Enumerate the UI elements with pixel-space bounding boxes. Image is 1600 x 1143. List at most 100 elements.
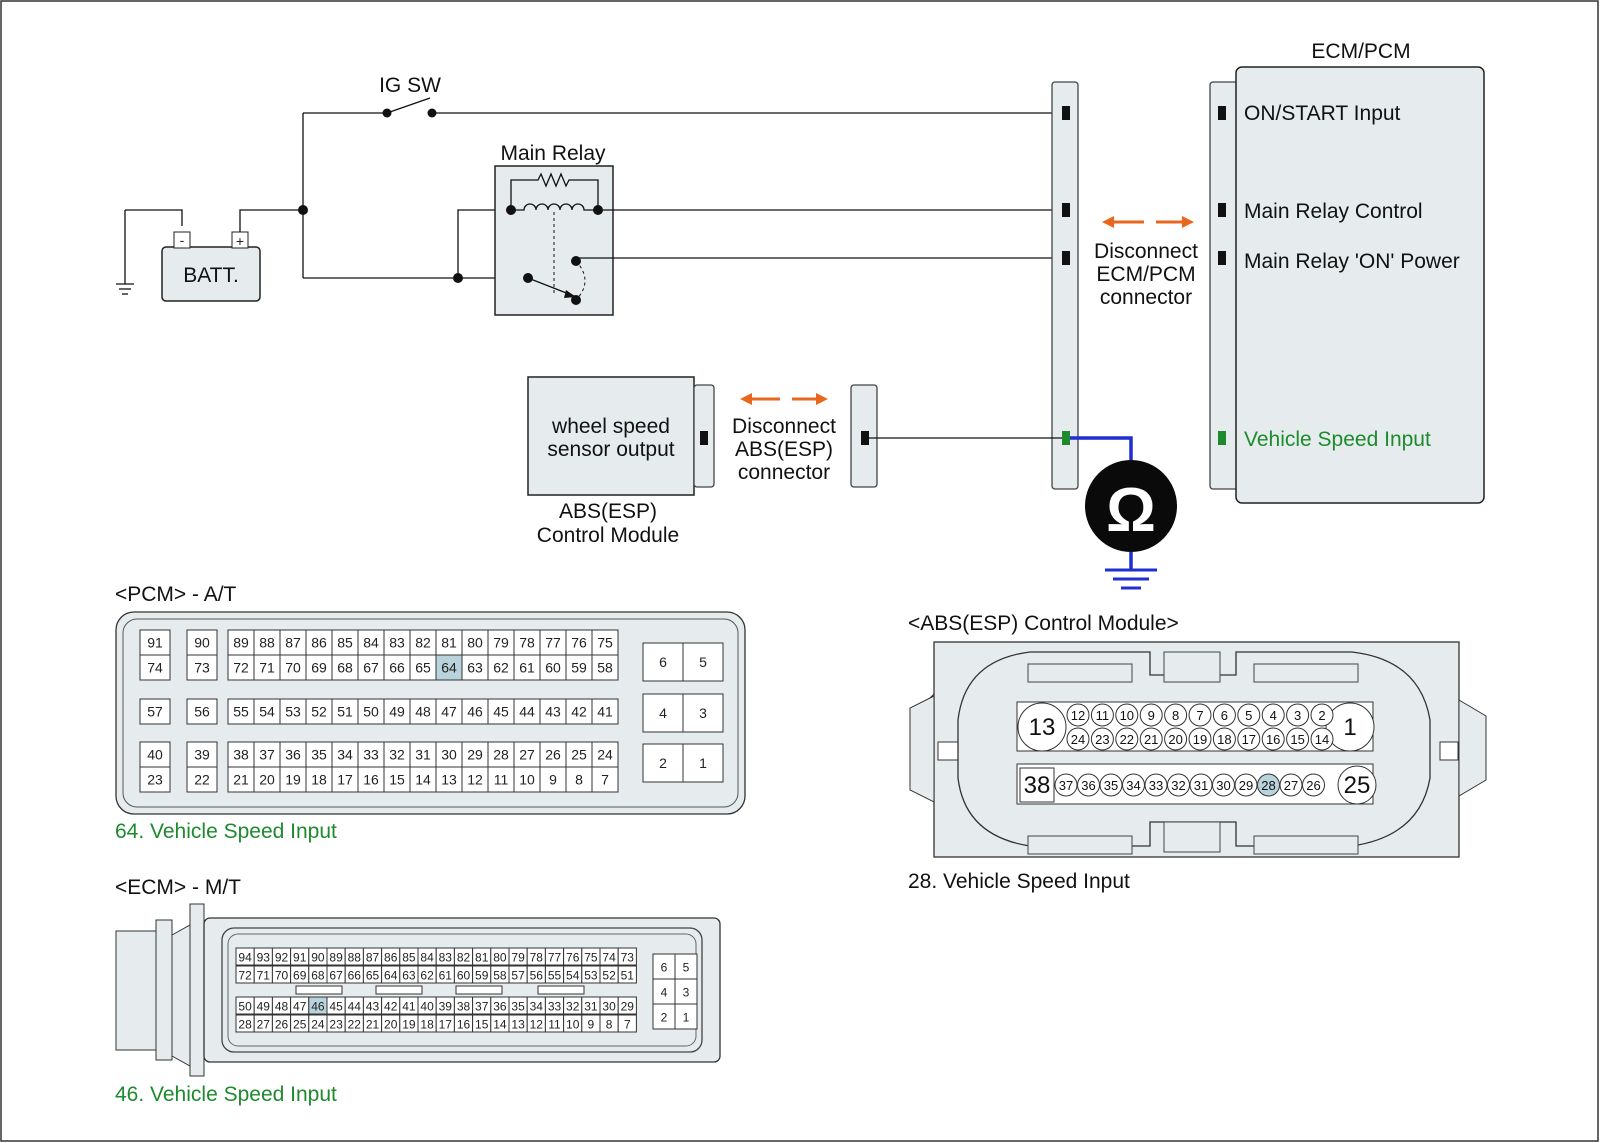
pin-number: 28 — [238, 1018, 252, 1032]
pin-number: 25 — [293, 1018, 307, 1032]
pin-cell — [331, 698, 359, 725]
pin-cell — [461, 698, 489, 725]
pin-cell — [591, 741, 619, 768]
disconnect-ecm-line2: ECM/PCM — [1096, 263, 1195, 286]
arrow-head — [1182, 216, 1194, 228]
pin-number: 90 — [194, 635, 210, 651]
pin-cell — [383, 629, 411, 656]
pin — [1325, 702, 1375, 752]
pin-cell — [487, 698, 515, 725]
pin-number: 3 — [1294, 708, 1301, 723]
pin-number: 68 — [337, 660, 353, 676]
pin-number: 8 — [1172, 708, 1179, 723]
pin-number: 6 — [661, 961, 668, 975]
pin-number: 29 — [1239, 778, 1253, 793]
pin-number: 82 — [457, 951, 471, 965]
pin-cell — [591, 698, 619, 725]
pin-number: 42 — [384, 1000, 398, 1014]
pin-number: 25 — [1344, 772, 1371, 799]
pin-number: 16 — [457, 1018, 471, 1032]
pin-number: 23 — [329, 1018, 343, 1032]
pin-number: 41 — [402, 1000, 416, 1014]
pin-number: 76 — [571, 635, 587, 651]
pin-number: 78 — [530, 951, 544, 965]
pin — [1286, 703, 1310, 727]
pin — [1237, 703, 1261, 727]
pin-number: 2 — [1318, 708, 1325, 723]
pin-cell — [513, 654, 541, 681]
pin-number: 56 — [530, 969, 544, 983]
pin-number: 4 — [659, 705, 667, 721]
pin-number: 90 — [311, 951, 325, 965]
meter-lead-top — [1070, 436, 1133, 466]
pin-number: 10 — [566, 1018, 580, 1032]
disconnect-ecm-line1: Disconnect — [1094, 240, 1198, 263]
pin — [1090, 703, 1114, 727]
pin-number: 10 — [519, 772, 535, 788]
pin-number: 14 — [1315, 732, 1329, 747]
pin-number: 37 — [475, 1000, 489, 1014]
pin-number: 43 — [366, 1000, 380, 1014]
pin-number: 7 — [1196, 708, 1203, 723]
main-relay: Main Relay — [494, 142, 614, 316]
pin-cell — [253, 741, 281, 768]
pin-cell — [642, 743, 684, 783]
pin-number: 31 — [1194, 778, 1208, 793]
pin-number: 32 — [389, 747, 405, 763]
pin-cell — [139, 698, 171, 725]
pin-cell — [435, 741, 463, 768]
pin-number: 2 — [659, 755, 667, 771]
pin-number: 23 — [1095, 732, 1109, 747]
pin-cell — [682, 743, 724, 783]
pin-number: 22 — [194, 772, 210, 788]
pin-cell — [461, 766, 489, 793]
pin-number: 81 — [475, 951, 489, 965]
pin-cell — [383, 766, 411, 793]
ecm-harness-connector — [1051, 81, 1079, 490]
pin-number: 32 — [1171, 778, 1185, 793]
pin-number: 33 — [1149, 778, 1163, 793]
pin-number: 69 — [311, 660, 327, 676]
pin-number: 13 — [441, 772, 457, 788]
pin-number: 45 — [493, 704, 509, 720]
ohm-icon: Ω — [1106, 476, 1156, 545]
pin-number: 28 — [1261, 778, 1275, 793]
pin-number: 91 — [147, 635, 163, 651]
ig-sw-label: IG SW — [379, 74, 441, 97]
pin-number: 18 — [1217, 732, 1231, 747]
pin-cell — [642, 693, 684, 733]
pin-number: 50 — [238, 1000, 252, 1014]
pin — [1090, 727, 1114, 751]
pin-number: 36 — [285, 747, 301, 763]
batt-plus-label: + — [236, 233, 244, 249]
pin-number: 4 — [1270, 708, 1277, 723]
pin-number: 63 — [467, 660, 483, 676]
pin-number: 9 — [588, 1018, 595, 1032]
pin-number: 87 — [285, 635, 301, 651]
wire-batt-plus — [239, 209, 303, 232]
pin-cell — [227, 654, 255, 681]
ground-symbol-meter — [1105, 552, 1157, 590]
pin-cell — [253, 654, 281, 681]
pin-number: 33 — [548, 1000, 562, 1014]
pin-number: 74 — [147, 660, 163, 676]
pin-number: 80 — [467, 635, 483, 651]
pin-cell — [253, 766, 281, 793]
pin-number: 85 — [402, 951, 416, 965]
pin-number: 49 — [257, 1000, 271, 1014]
connector-key — [295, 985, 343, 995]
pin-number: 7 — [601, 772, 609, 788]
pin-number: 13 — [1029, 714, 1056, 741]
pin-cell — [279, 698, 307, 725]
pin-number: 54 — [566, 969, 580, 983]
pin-number: 68 — [311, 969, 325, 983]
pin-number: 18 — [311, 772, 327, 788]
pin-number: 9 — [1148, 708, 1155, 723]
pin-cell — [331, 766, 359, 793]
pin-number: 21 — [1144, 732, 1158, 747]
batt-label: BATT. — [183, 264, 239, 287]
pin-number: 30 — [602, 1000, 616, 1014]
disconnect-abs-line1: Disconnect — [732, 415, 836, 438]
pin-number: 73 — [194, 660, 210, 676]
